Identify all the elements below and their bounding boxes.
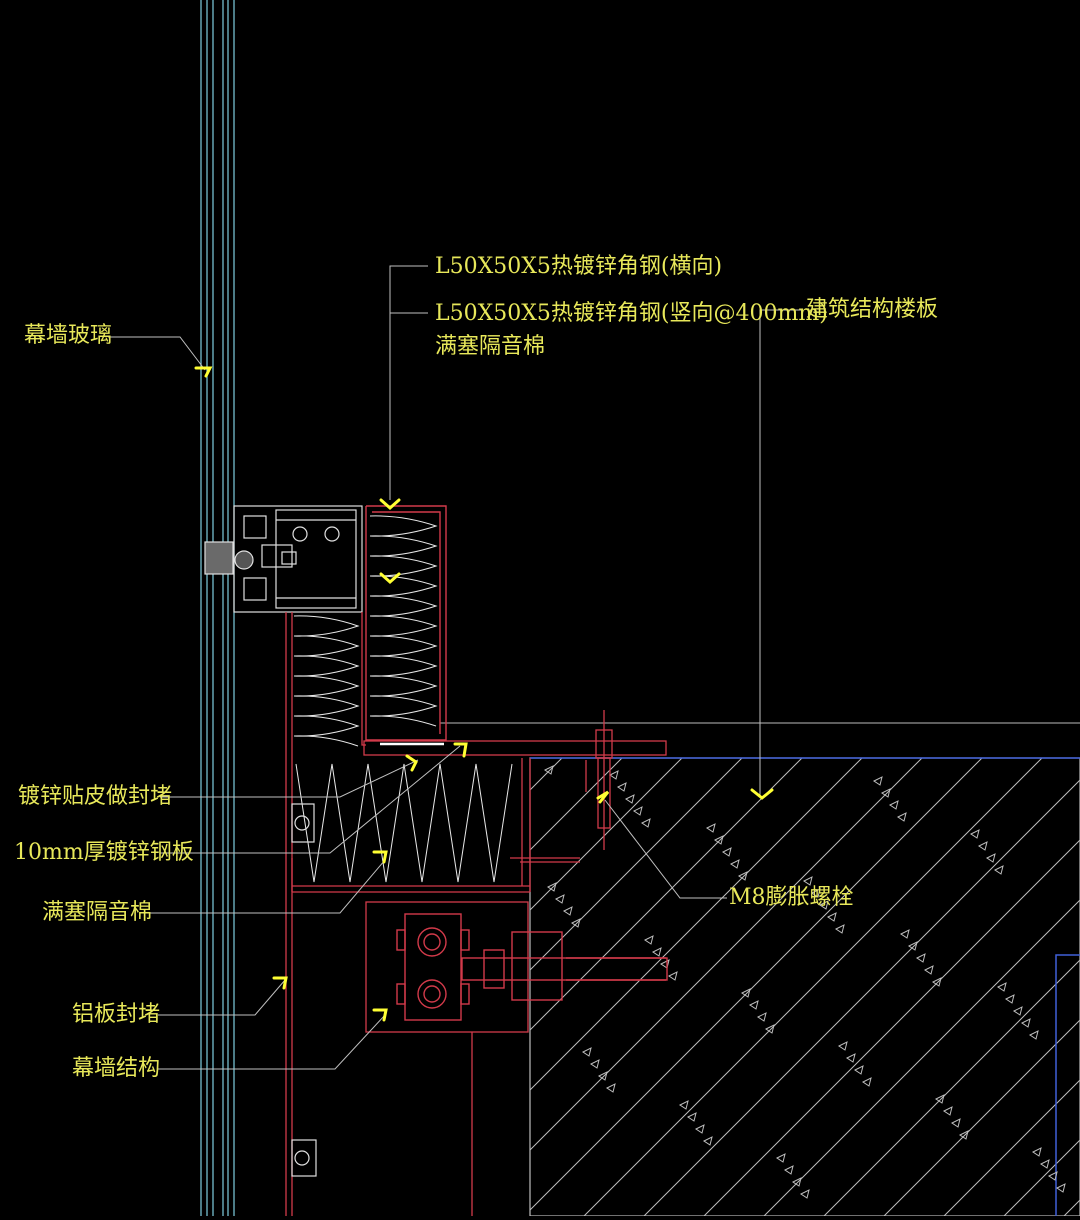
aggregate-mark xyxy=(1005,994,1015,1004)
label-galv-skin-seal: 镀锌贴皮做封堵 xyxy=(18,784,173,809)
aggregate-mark xyxy=(598,1071,608,1081)
aggregate-mark xyxy=(617,782,627,792)
aggregate-mark xyxy=(1048,1171,1058,1181)
aggregate-mark xyxy=(854,1065,864,1075)
aggregate-mark xyxy=(792,1177,802,1187)
aggregate-mark xyxy=(641,818,651,828)
aggregate-mark xyxy=(1056,1183,1066,1193)
aggregate-mark xyxy=(757,1012,767,1022)
aggregate-mark xyxy=(811,888,821,898)
aggregate-mark xyxy=(1013,1006,1023,1016)
aggregate-mark xyxy=(776,1153,786,1163)
aggregate-mark xyxy=(835,924,845,934)
aggregate-mark xyxy=(741,988,751,998)
aggregate-mark xyxy=(749,1000,759,1010)
aggregate-mark xyxy=(706,823,716,833)
aggregate-mark xyxy=(1040,1159,1050,1169)
concrete-floor-slab xyxy=(529,757,1080,1217)
label-curtain-structure: 幕墙结构 xyxy=(72,1056,161,1081)
aggregate-mark xyxy=(978,841,988,851)
aggregate-mark xyxy=(881,788,891,798)
aggregate-mark xyxy=(959,1130,969,1140)
label-curtain-glass: 幕墙玻璃 xyxy=(24,323,113,348)
aggregate-mark xyxy=(889,800,899,810)
aggregate-mark xyxy=(633,806,643,816)
label-sound-wool-bottom: 满塞隔音棉 xyxy=(42,900,153,925)
aggregate-mark xyxy=(997,982,1007,992)
mullion-profile xyxy=(204,505,363,613)
aggregate-mark xyxy=(935,1094,945,1104)
label-galv-steel-plate: 10mm厚镀锌钢板 xyxy=(14,840,194,865)
aggregate-mark xyxy=(652,947,662,957)
aggregate-mark xyxy=(924,965,934,975)
aggregate-mark xyxy=(908,941,918,951)
aggregate-mark xyxy=(970,829,980,839)
aggregate-mark xyxy=(644,935,654,945)
aggregate-mark xyxy=(668,971,678,981)
aggregate-mark xyxy=(986,853,996,863)
aggregate-mark xyxy=(555,894,565,904)
aggregate-mark xyxy=(873,776,883,786)
aggregate-mark xyxy=(900,929,910,939)
aggregate-mark xyxy=(916,953,926,963)
aggregate-mark xyxy=(544,765,554,775)
aggregate-mark xyxy=(765,1024,775,1034)
aggregate-mark xyxy=(660,959,670,969)
aggregate-mark xyxy=(687,1112,697,1122)
aggregate-mark xyxy=(730,859,740,869)
aggregate-mark xyxy=(800,1189,810,1199)
aggregate-mark xyxy=(679,1100,689,1110)
aggregate-mark xyxy=(951,1118,961,1128)
aggregate-mark xyxy=(1029,1030,1039,1040)
aggregate-mark xyxy=(714,835,724,845)
label-expansion-bolt: M8膨胀螺栓 xyxy=(729,885,854,910)
aggregate-mark xyxy=(803,876,813,886)
aggregate-mark xyxy=(606,1083,616,1093)
upper-steel-angle-box xyxy=(365,505,447,741)
aggregate-mark xyxy=(722,847,732,857)
label-floor-slab: 建筑结构楼板 xyxy=(806,297,939,322)
small-screw-fixings xyxy=(291,803,317,1177)
aggregate-mark xyxy=(897,812,907,822)
aggregate-mark xyxy=(838,1041,848,1051)
aggregate-mark xyxy=(738,871,748,881)
aggregate-mark xyxy=(703,1136,713,1146)
aggregate-mark xyxy=(862,1077,872,1087)
aggregate-mark xyxy=(590,1059,600,1069)
aggregate-mark xyxy=(547,882,557,892)
anchor-bracket xyxy=(396,913,668,1021)
sound-insulation-wool xyxy=(293,515,513,883)
aggregate-mark xyxy=(1032,1147,1042,1157)
aggregate-mark xyxy=(819,900,829,910)
aggregate-mark xyxy=(563,906,573,916)
m8-expansion-bolt xyxy=(510,710,613,863)
steel-frame-lines xyxy=(285,612,667,1216)
aggregate-mark xyxy=(846,1053,856,1063)
aggregate-mark xyxy=(994,865,1004,875)
aggregate-mark xyxy=(571,918,581,928)
aggregate-mark xyxy=(609,770,619,780)
leader-lines xyxy=(108,265,803,1070)
curtain-glass-panel xyxy=(200,0,235,1216)
aggregate-mark xyxy=(1021,1018,1031,1028)
pointer-markers xyxy=(194,366,774,1022)
aggregate-mark xyxy=(582,1047,592,1057)
label-aluminum-seal: 铝板封堵 xyxy=(72,1002,161,1027)
aggregate-mark xyxy=(932,977,942,987)
aggregate-mark xyxy=(784,1165,794,1175)
aggregate-mark xyxy=(625,794,635,804)
aggregate-mark xyxy=(827,912,837,922)
aggregate-mark xyxy=(695,1124,705,1134)
aggregate-mark xyxy=(943,1106,953,1116)
label-sound-wool-top: 满塞隔音棉 xyxy=(435,334,546,359)
label-angle-vertical: L50X50X5热镀锌角钢(竖向@400mm) xyxy=(435,301,828,326)
label-angle-horizontal: L50X50X5热镀锌角钢(横向) xyxy=(435,254,723,279)
